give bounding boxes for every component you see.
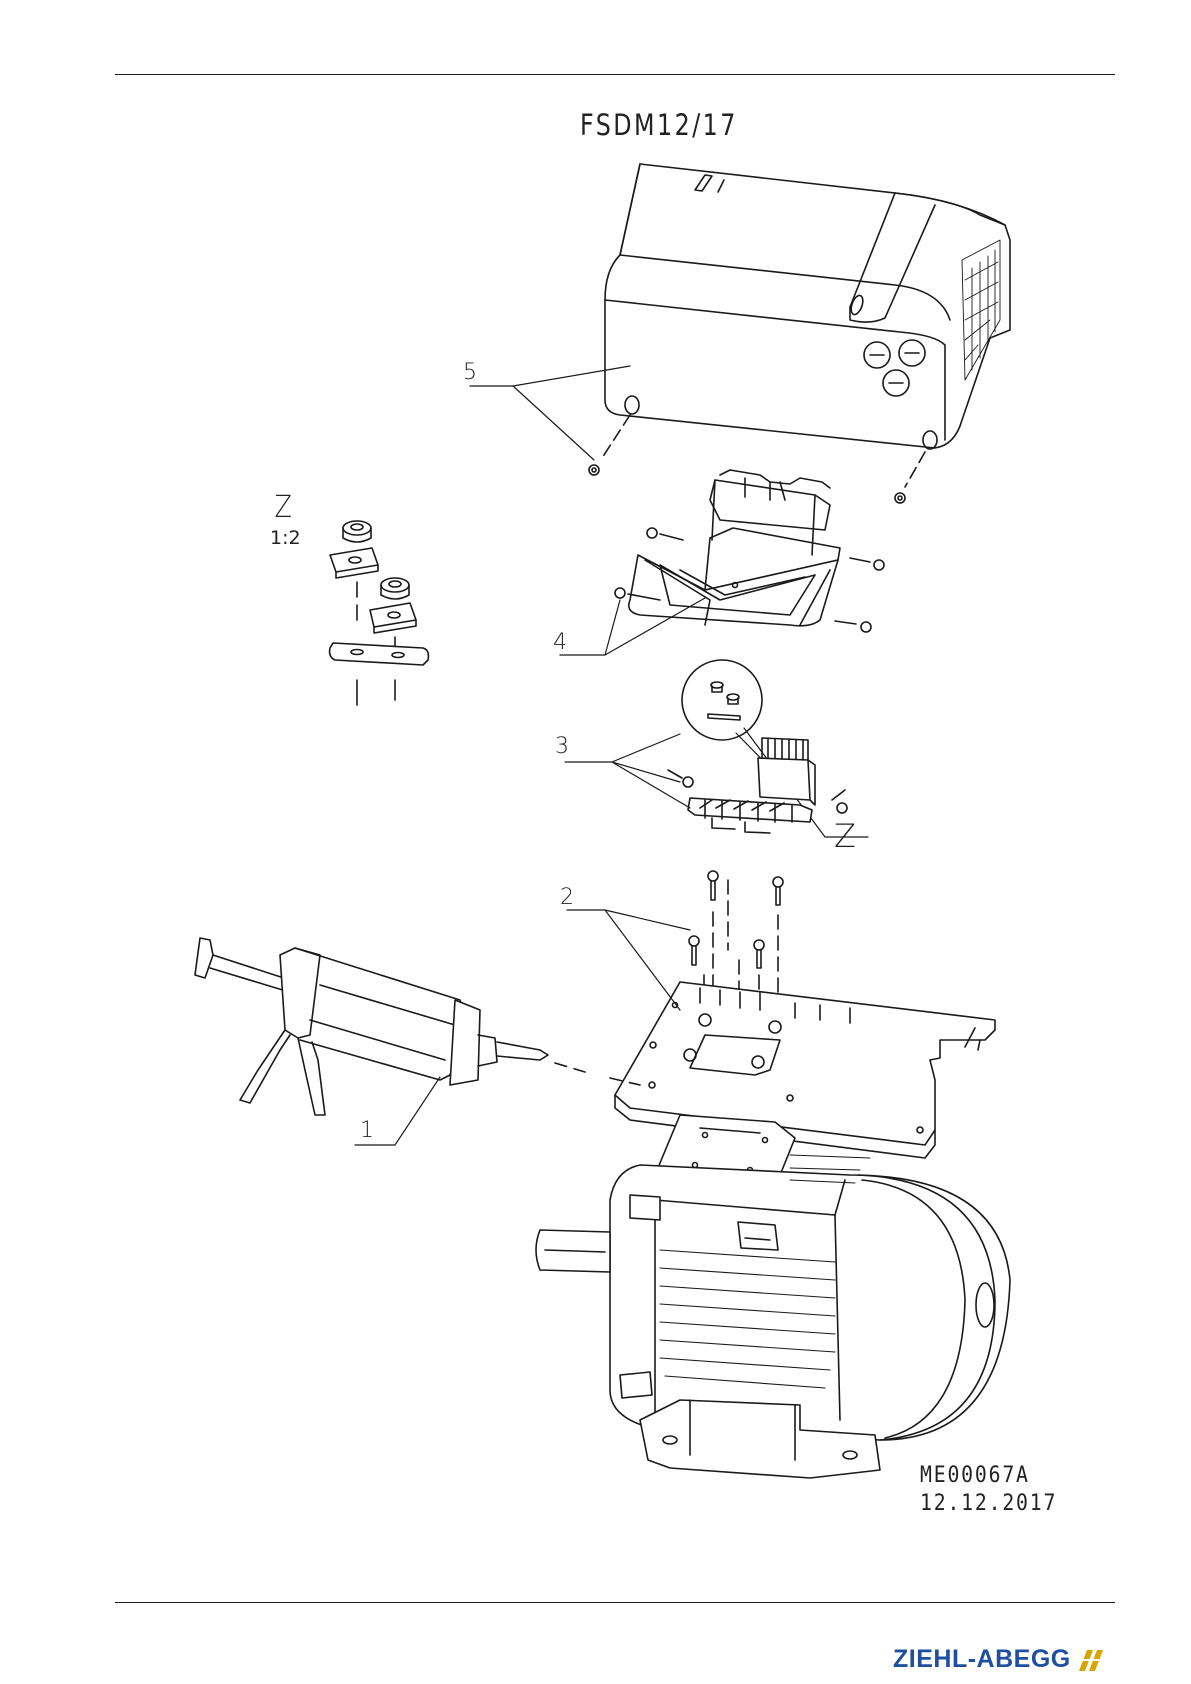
electric-motor <box>536 1115 1010 1478</box>
detail-z-view <box>330 521 429 705</box>
drawing-number-block: ME00067A 12.12.2017 <box>920 1462 1057 1518</box>
adapter-plate-screws <box>615 871 995 1158</box>
housing-cover <box>605 164 1010 449</box>
terminal-block <box>668 660 868 837</box>
base-plate <box>615 470 884 632</box>
brand-mark-icon <box>1075 1644 1105 1674</box>
brand-name: ZIEHL-ABEGG <box>893 1645 1071 1674</box>
brand-logo: ZIEHL-ABEGG <box>893 1644 1105 1674</box>
drawing-number: ME00067A <box>920 1462 1057 1490</box>
drawing-date: 12.12.2017 <box>920 1490 1057 1518</box>
sealant-gun <box>195 938 640 1115</box>
